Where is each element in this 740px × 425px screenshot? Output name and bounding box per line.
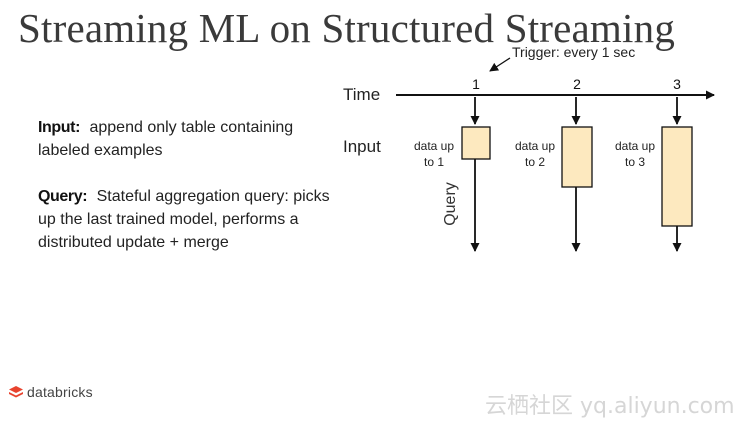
query-description: Query: Stateful aggregation query: picks… <box>38 185 338 254</box>
data-box-2-label-line2: to 2 <box>525 155 545 169</box>
trigger-number-3: 3 <box>673 76 681 92</box>
data-box-2-label-line1: data up <box>515 139 555 153</box>
time-label: Time <box>343 85 380 104</box>
input-description: Input: append only table containing labe… <box>38 116 338 162</box>
data-box-3-label-line1: data up <box>615 139 655 153</box>
slide-title: Streaming ML on Structured Streaming <box>18 5 676 51</box>
data-box-1-label-line1: data up <box>414 139 454 153</box>
data-box-3-label-line2: to 3 <box>625 155 645 169</box>
data-box-1-label-line2: to 1 <box>424 155 444 169</box>
trigger-number-1: 1 <box>472 76 480 92</box>
trigger-number-2: 2 <box>573 76 581 92</box>
data-box-3 <box>661 126 693 227</box>
data-box-2 <box>561 126 593 188</box>
trigger-label: Trigger: every 1 sec <box>512 44 635 60</box>
query-vertical-label: Query <box>442 182 459 226</box>
data-box-1 <box>461 126 491 160</box>
databricks-wordmark: databricks <box>27 384 93 400</box>
input-row-label: Input <box>343 137 381 156</box>
query-heading: Query: <box>38 188 88 205</box>
input-text: append only table containing labeled exa… <box>38 119 294 159</box>
watermark: 云栖社区 yq.aliyun.com <box>485 394 735 419</box>
databricks-logo: databricks <box>8 384 93 400</box>
input-heading: Input: <box>38 119 81 136</box>
query-text: Stateful aggregation query: picks up the… <box>38 188 330 251</box>
databricks-stack-icon <box>9 386 23 398</box>
trigger-pointer-arrow <box>489 57 511 72</box>
